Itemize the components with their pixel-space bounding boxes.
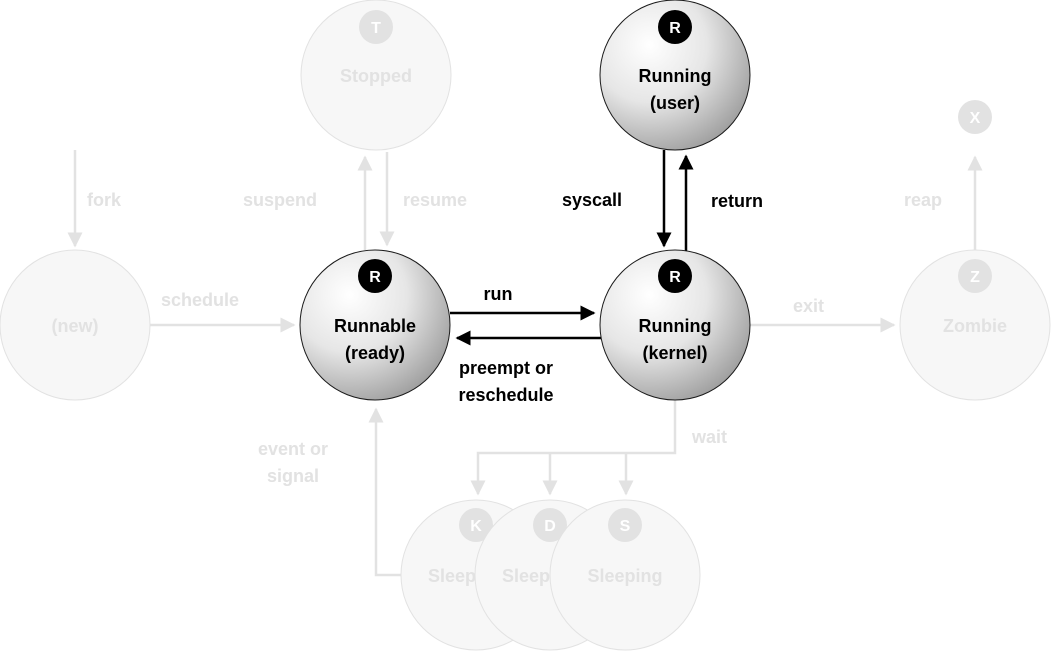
badge-r-user	[658, 10, 692, 44]
state-dead: X	[958, 100, 992, 134]
fork-label: fork	[87, 190, 122, 210]
svg-text:Sleep: Sleep	[502, 566, 550, 586]
badge-r-kernel	[658, 259, 692, 293]
reap-label: reap	[904, 190, 942, 210]
badge-d	[533, 508, 567, 542]
wait-label: wait	[691, 427, 727, 447]
svg-text:(user): (user)	[650, 93, 700, 113]
event-label-line1: event or	[258, 439, 328, 459]
svg-text:T: T	[371, 20, 381, 37]
svg-text:Runnable: Runnable	[334, 316, 416, 336]
svg-text:K: K	[470, 518, 482, 535]
state-sleeping: S Sleeping	[549, 499, 701, 651]
svg-text:Sleep: Sleep	[428, 566, 476, 586]
svg-text:R: R	[369, 269, 381, 286]
preempt-label-line1: preempt or	[459, 358, 553, 378]
state-new: (new)	[0, 249, 151, 401]
svg-text:S: S	[620, 518, 631, 535]
svg-text:Z: Z	[970, 269, 980, 286]
svg-text:(kernel): (kernel)	[642, 343, 707, 363]
event-label-line2: signal	[267, 466, 319, 486]
run-label: run	[484, 284, 513, 304]
svg-text:R: R	[669, 269, 681, 286]
svg-text:Running: Running	[639, 316, 712, 336]
badge-s	[608, 508, 642, 542]
state-runnable: R Runnable (ready)	[299, 249, 451, 401]
suspend-label: suspend	[243, 190, 317, 210]
wait-arrows	[470, 400, 677, 496]
badge-x	[958, 100, 992, 134]
state-running-user: R Running (user)	[599, 0, 751, 151]
svg-text:Stopped: Stopped	[340, 66, 412, 86]
return-label: return	[711, 191, 763, 211]
preempt-label-line2: reschedule	[458, 385, 553, 405]
syscall-label: syscall	[562, 190, 622, 210]
svg-text:Sleeping: Sleeping	[587, 566, 662, 586]
event-arrow	[368, 407, 405, 577]
svg-text:X: X	[970, 110, 981, 127]
svg-text:D: D	[544, 518, 556, 535]
state-zombie: Z Zombie	[899, 249, 1051, 401]
svg-text:(ready): (ready)	[345, 343, 405, 363]
badge-t	[359, 10, 393, 44]
svg-text:Zombie: Zombie	[943, 316, 1007, 336]
badge-k	[459, 508, 493, 542]
exit-label: exit	[793, 296, 824, 316]
resume-label: resume	[403, 190, 467, 210]
svg-text:R: R	[669, 20, 681, 37]
schedule-label: schedule	[161, 290, 239, 310]
state-running-kernel: R Running (kernel)	[599, 249, 751, 401]
badge-r-runnable	[358, 259, 392, 293]
svg-text:Running: Running	[639, 66, 712, 86]
svg-text:(new): (new)	[52, 316, 99, 336]
state-stopped: T Stopped	[300, 0, 452, 151]
badge-z	[958, 259, 992, 293]
